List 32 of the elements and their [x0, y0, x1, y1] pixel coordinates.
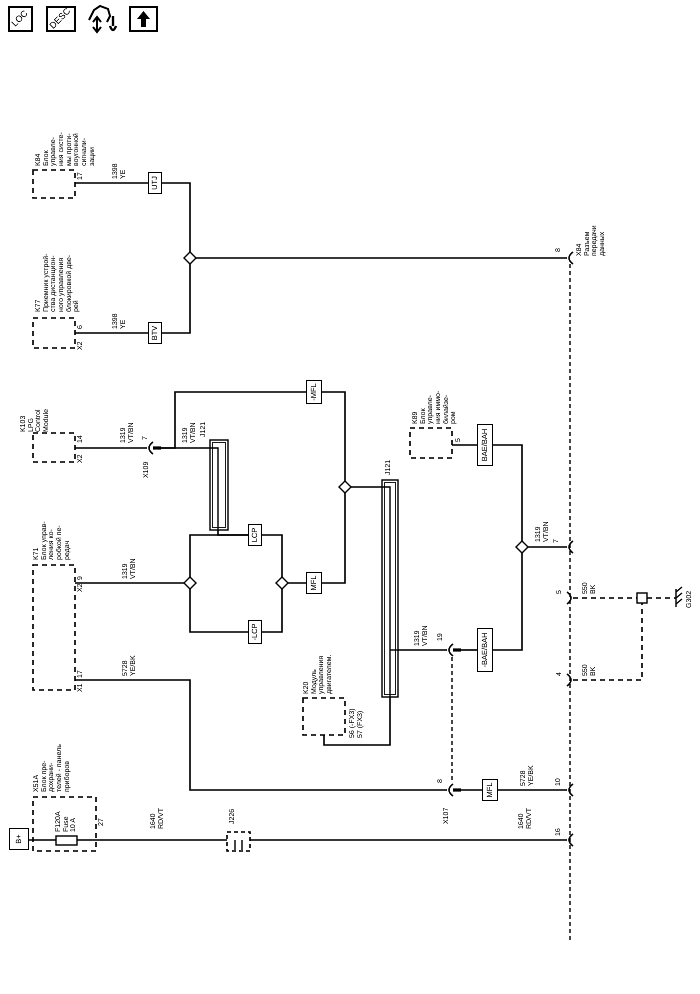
wire: [493, 553, 523, 651]
wire: [75, 447, 147, 449]
wire: [647, 597, 676, 599]
wire: [452, 444, 477, 446]
wire: [75, 332, 148, 334]
wire: [323, 697, 391, 746]
wire: [493, 444, 523, 541]
wire: [322, 391, 346, 481]
wire: [351, 486, 382, 488]
wire: [573, 597, 637, 599]
wire: [250, 839, 567, 841]
wire: [498, 789, 567, 791]
wire: [262, 534, 283, 577]
wire: [398, 649, 447, 651]
wire: [189, 589, 248, 633]
wire: [528, 546, 567, 548]
wire: [162, 264, 191, 334]
wire: [189, 534, 248, 577]
wire: [322, 493, 346, 584]
wire: [461, 649, 477, 651]
wire: [573, 603, 643, 681]
wire: [162, 182, 191, 252]
wire: [288, 582, 306, 584]
wire: [75, 182, 148, 184]
wire: [75, 582, 184, 584]
wire: [262, 589, 283, 633]
wire: [75, 679, 447, 791]
wire: [196, 257, 567, 259]
wire: [29, 839, 56, 841]
wire: [461, 789, 482, 791]
wire: [77, 839, 227, 841]
wire: [161, 391, 306, 449]
